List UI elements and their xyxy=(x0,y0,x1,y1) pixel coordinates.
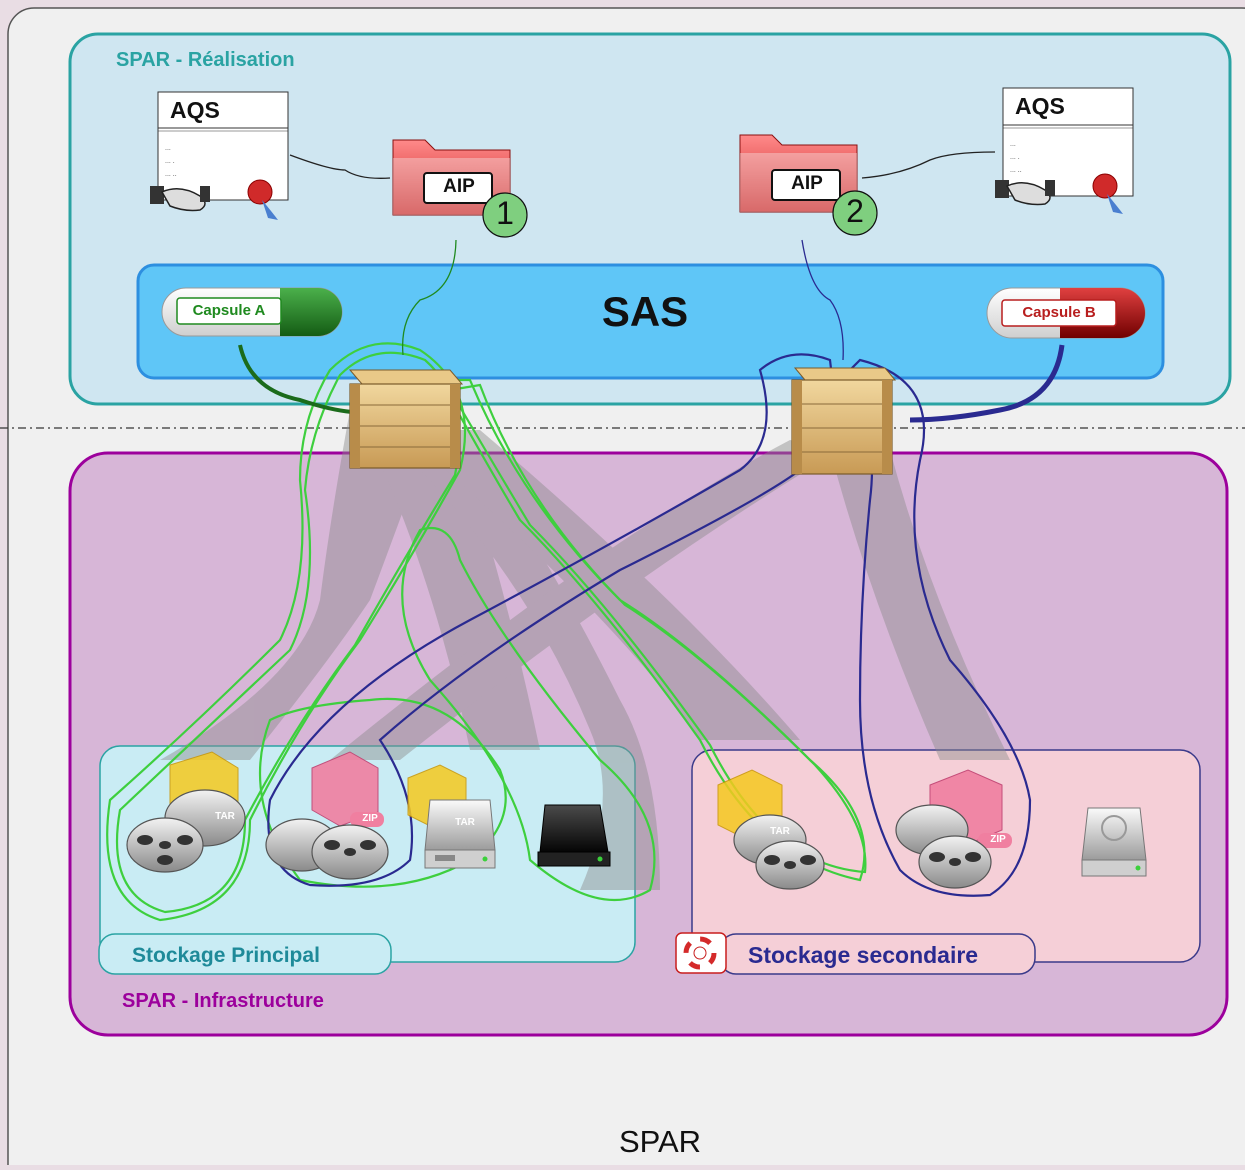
flow-band-a2 xyxy=(360,420,540,750)
flow-band-b2 xyxy=(830,450,1010,760)
flow-band-a1 xyxy=(160,410,440,760)
stockage-principal-tab xyxy=(98,933,392,975)
crate-1-icon xyxy=(348,369,464,469)
infrastructure-label: SPAR - Infrastructure xyxy=(122,990,324,1012)
hard-drive-icon xyxy=(424,799,496,869)
sas-box xyxy=(136,263,1165,380)
svg-text:... ..: ... .. xyxy=(165,171,177,178)
aqs-right-doc: ... ... . ... .. xyxy=(995,87,1134,214)
tar-badge: TAR xyxy=(455,817,475,828)
handshake-icon xyxy=(150,186,210,212)
blue-loop-2 xyxy=(838,358,1032,897)
lifebuoy-icon xyxy=(675,932,727,974)
film-reel-icon xyxy=(895,804,992,889)
tar-badge: TAR xyxy=(770,826,790,837)
svg-text:...: ... xyxy=(165,145,171,152)
aip-2-connector xyxy=(801,239,844,361)
flow-band-b1 xyxy=(330,440,840,760)
seal-icon xyxy=(247,179,278,220)
aip-1-connector xyxy=(401,239,457,356)
svg-text:... .: ... . xyxy=(1010,154,1020,161)
aqs-right-connector xyxy=(861,151,996,179)
handshake-icon xyxy=(995,180,1055,206)
sas-label: SAS xyxy=(601,288,689,335)
stockage-secondaire-label: Stockage secondaire xyxy=(748,942,979,968)
capsule-b-link xyxy=(909,344,1065,423)
capsule-b-label: Capsule B xyxy=(1022,304,1096,321)
aip-folder-2 xyxy=(739,134,878,236)
film-reel-icon xyxy=(265,818,389,880)
aqs-left-doc: ... ... . ... .. xyxy=(150,91,289,220)
aip-folder-1 xyxy=(392,139,528,238)
film-reel-icon xyxy=(733,814,825,890)
zip-archive-icon xyxy=(311,751,384,827)
aip-2-label: AIP xyxy=(791,173,823,194)
aip-2-number: 2 xyxy=(846,193,864,229)
capsule-a-pill xyxy=(161,287,343,337)
svg-text:... ..: ... .. xyxy=(1010,167,1022,174)
capsule-a-link xyxy=(238,344,353,414)
crate-2-icon xyxy=(791,367,897,475)
aip-1-number: 1 xyxy=(496,195,514,231)
stockage-principal-label: Stockage Principal xyxy=(132,944,320,967)
green-loop-4 xyxy=(448,383,867,874)
flow-band-group xyxy=(160,410,1010,890)
flow-band-a4 xyxy=(400,430,800,740)
green-loop-5 xyxy=(401,526,656,902)
spar-label: SPAR xyxy=(618,1124,702,1159)
zip-badge: ZIP xyxy=(990,834,1006,845)
aqs-right-title: AQS xyxy=(1015,93,1065,119)
capsule-b-pill xyxy=(986,287,1146,339)
aqs-left-connector xyxy=(289,154,391,179)
tar-badge: TAR xyxy=(215,811,235,822)
flow-band-a3 xyxy=(380,430,660,890)
svg-text:... .: ... . xyxy=(165,158,175,165)
svg-text:...: ... xyxy=(1010,141,1016,148)
aip-1-label: AIP xyxy=(443,176,475,197)
number-badge-2 xyxy=(832,190,878,236)
seal-icon xyxy=(1092,173,1123,214)
capsule-a-label: Capsule A xyxy=(192,302,266,319)
hard-drive-icon xyxy=(1081,807,1147,877)
aqs-left-title: AQS xyxy=(170,97,220,123)
realisation-label: SPAR - Réalisation xyxy=(116,49,295,71)
zip-badge: ZIP xyxy=(362,813,378,824)
film-reel-icon xyxy=(126,789,246,873)
external-drive-icon xyxy=(537,804,611,867)
number-badge-1 xyxy=(482,192,528,238)
